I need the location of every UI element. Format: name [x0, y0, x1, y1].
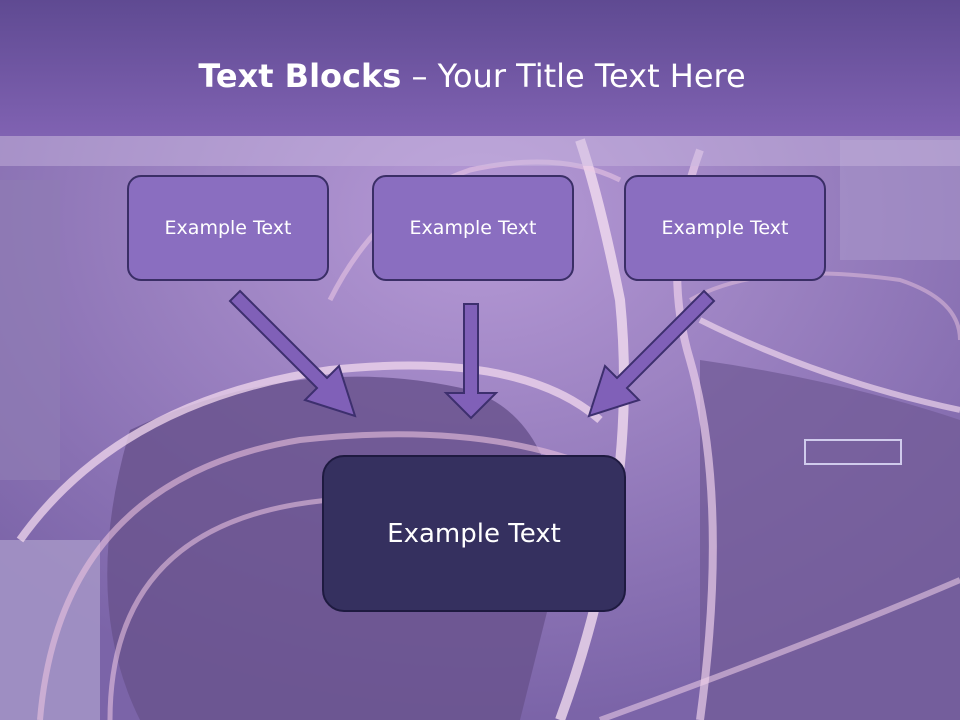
text-box-middle: Example Text — [372, 175, 574, 281]
text-box-right: Example Text — [624, 175, 826, 281]
text-box-right-label: Example Text — [661, 217, 789, 239]
title-rest: – Your Title Text Here — [401, 57, 746, 95]
text-box-bottom: Example Text — [322, 455, 626, 612]
slide-title: Text Blocks – Your Title Text Here — [0, 56, 944, 96]
text-box-middle-label: Example Text — [409, 217, 537, 239]
arrow-right — [587, 289, 716, 418]
arrow-left — [228, 289, 357, 418]
title-bar: Text Blocks – Your Title Text Here — [0, 0, 960, 136]
arrow-middle — [443, 303, 499, 420]
text-box-left: Example Text — [127, 175, 329, 281]
text-box-left-label: Example Text — [164, 217, 292, 239]
text-box-bottom-label: Example Text — [387, 518, 561, 549]
title-bold: Text Blocks — [198, 57, 402, 95]
